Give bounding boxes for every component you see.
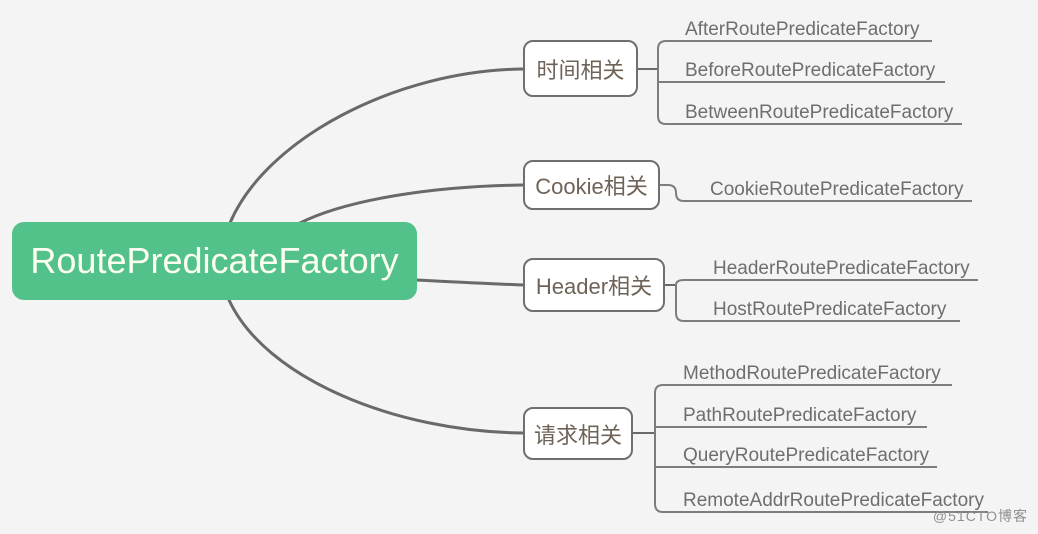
leaf-host-route-predicate-factory: HostRoutePredicateFactory — [713, 299, 947, 320]
curve-root-to-request — [227, 298, 526, 435]
branch-node-cookie: Cookie相关 — [523, 160, 660, 210]
branch-node-header: Header相关 — [523, 258, 665, 312]
branch-label-cookie: Cookie相关 — [535, 174, 648, 199]
leaf-method-route-predicate-factory: MethodRoutePredicateFactory — [683, 363, 941, 384]
root-label: RoutePredicateFactory — [30, 240, 399, 281]
leaf-between-route-predicate-factory: BetweenRoutePredicateFactory — [685, 102, 954, 123]
branch-label-header: Header相关 — [535, 274, 653, 299]
root-node: RoutePredicateFactory — [12, 222, 417, 300]
branch-node-request: 请求相关 — [523, 407, 633, 460]
curve-root-to-time — [228, 67, 526, 225]
leaf-before-route-predicate-factory: BeforeRoutePredicateFactory — [685, 60, 936, 81]
curve-root-to-header — [415, 278, 526, 287]
watermark: @51CTO博客 — [932, 508, 1028, 524]
branch-node-time: 时间相关 — [523, 40, 638, 97]
underline-header — [675, 279, 978, 286]
leaf-remoteaddr-route-predicate-factory: RemoteAddrRoutePredicateFactory — [683, 490, 984, 511]
leaf-query-route-predicate-factory: QueryRoutePredicateFactory — [683, 445, 930, 466]
branch-label-time: 时间相关 — [536, 57, 625, 83]
leaf-header-route-predicate-factory: HeaderRoutePredicateFactory — [713, 258, 970, 279]
branch-label-request: 请求相关 — [533, 422, 622, 448]
leaf-cookie-route-predicate-factory: CookieRoutePredicateFactory — [710, 179, 964, 200]
leaf-path-route-predicate-factory: PathRoutePredicateFactory — [683, 405, 917, 426]
leaf-after-route-predicate-factory: AfterRoutePredicateFactory — [685, 19, 920, 40]
curve-root-to-cookie — [298, 183, 526, 225]
